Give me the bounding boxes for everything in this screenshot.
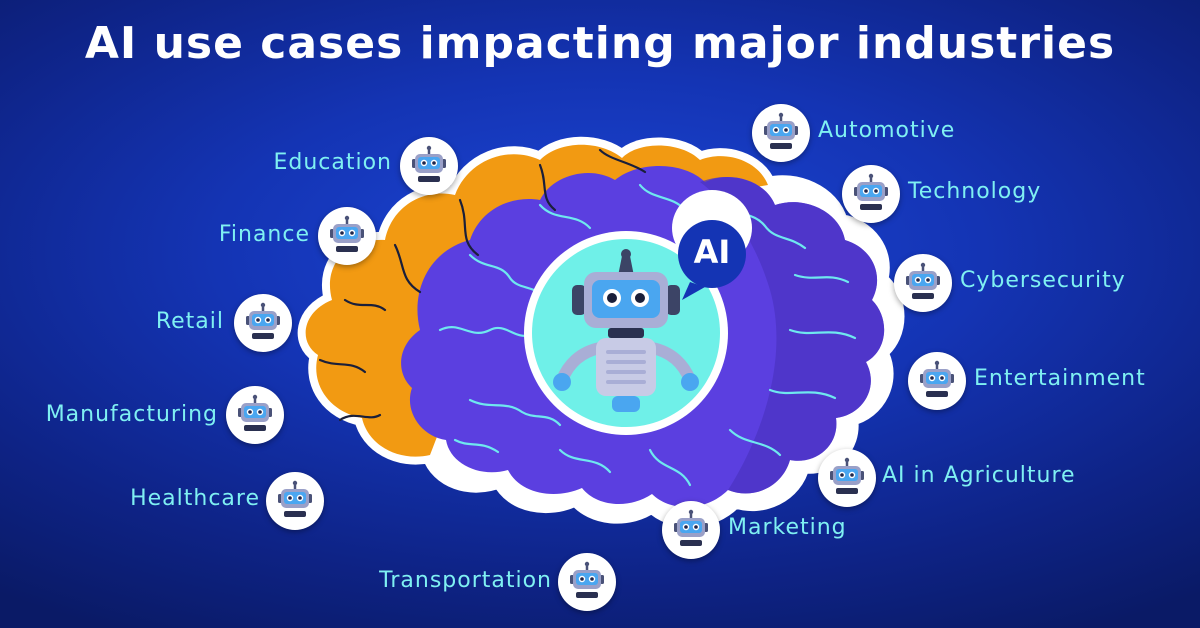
label-retail: Retail [155, 309, 224, 334]
ai-bubble-text: AI [693, 233, 731, 271]
badge-marketing [662, 501, 720, 559]
robot-icon [243, 302, 283, 342]
robot-icon [917, 360, 957, 400]
page-title: AI use cases impacting major industries [84, 18, 1116, 69]
center-robot-icon [553, 249, 699, 412]
badge-cybersecurity [894, 254, 952, 312]
label-education: Education [273, 150, 392, 175]
label-finance: Finance [218, 222, 310, 247]
label-agriculture: AI in Agriculture [882, 463, 1076, 488]
robot-icon [327, 215, 367, 255]
badge-healthcare [266, 472, 324, 530]
badge-automotive [752, 104, 810, 162]
label-healthcare: Healthcare [130, 486, 260, 511]
brain-shade [700, 176, 885, 494]
robot-icon [409, 145, 449, 185]
robot-icon [671, 509, 711, 549]
robot-icon [567, 561, 607, 601]
robot-icon [235, 394, 275, 434]
badge-entertainment [908, 352, 966, 410]
label-cybersecurity: Cybersecurity [960, 268, 1126, 293]
ai-speech-bubble [672, 190, 752, 300]
label-marketing: Marketing [728, 515, 847, 540]
orange-folds [318, 148, 647, 422]
robot-icon [761, 112, 801, 152]
robot-icon [851, 173, 891, 213]
label-entertainment: Entertainment [974, 366, 1146, 391]
label-automotive: Automotive [818, 118, 956, 143]
label-manufacturing: Manufacturing [45, 402, 218, 427]
robot-icon [903, 262, 943, 302]
badge-retail [234, 294, 292, 352]
badge-manufacturing [226, 386, 284, 444]
badge-finance [318, 207, 376, 265]
badge-technology [842, 165, 900, 223]
label-transportation: Transportation [379, 568, 552, 593]
badge-education [400, 137, 458, 195]
badge-agriculture [818, 449, 876, 507]
label-technology: Technology [908, 179, 1042, 204]
robot-icon [275, 480, 315, 520]
robot-icon [827, 457, 867, 497]
badge-transportation [558, 553, 616, 611]
